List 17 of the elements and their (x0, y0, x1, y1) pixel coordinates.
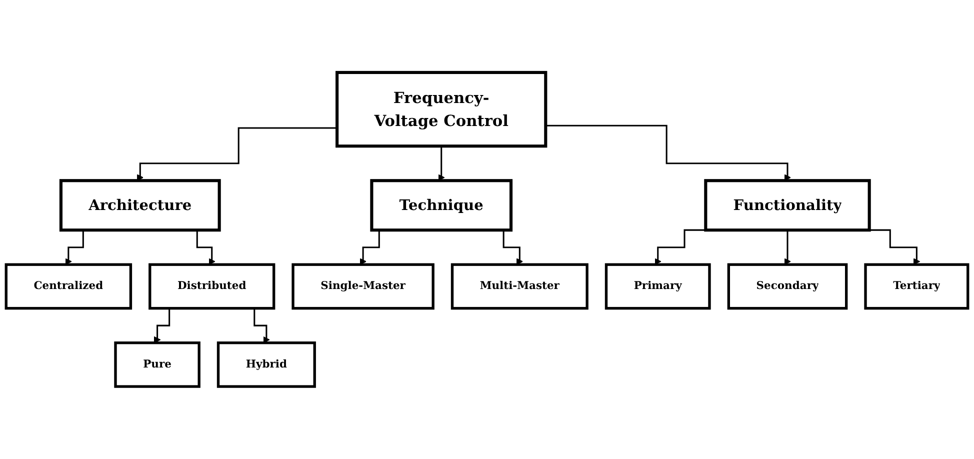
node-box: Primary (604, 263, 711, 310)
node-box: Distributed (148, 263, 276, 310)
node-box: Centralized (4, 263, 132, 310)
node-box: Frequency-Voltage Control (336, 70, 548, 148)
arrow (546, 124, 791, 181)
node-box: Technique (370, 179, 513, 232)
arrow (136, 127, 338, 181)
node-box: Secondary (727, 263, 848, 310)
node-box: Tertiary (864, 263, 970, 310)
node-box: Hybrid (216, 341, 316, 388)
node-box: Architecture (59, 179, 221, 232)
node-box: Single-Master (292, 263, 434, 310)
arrow (784, 229, 791, 265)
arrow (438, 145, 445, 181)
node-box: Multi-Master (450, 263, 588, 310)
node-box: Functionality (704, 179, 871, 232)
node-box: Pure (114, 341, 200, 388)
